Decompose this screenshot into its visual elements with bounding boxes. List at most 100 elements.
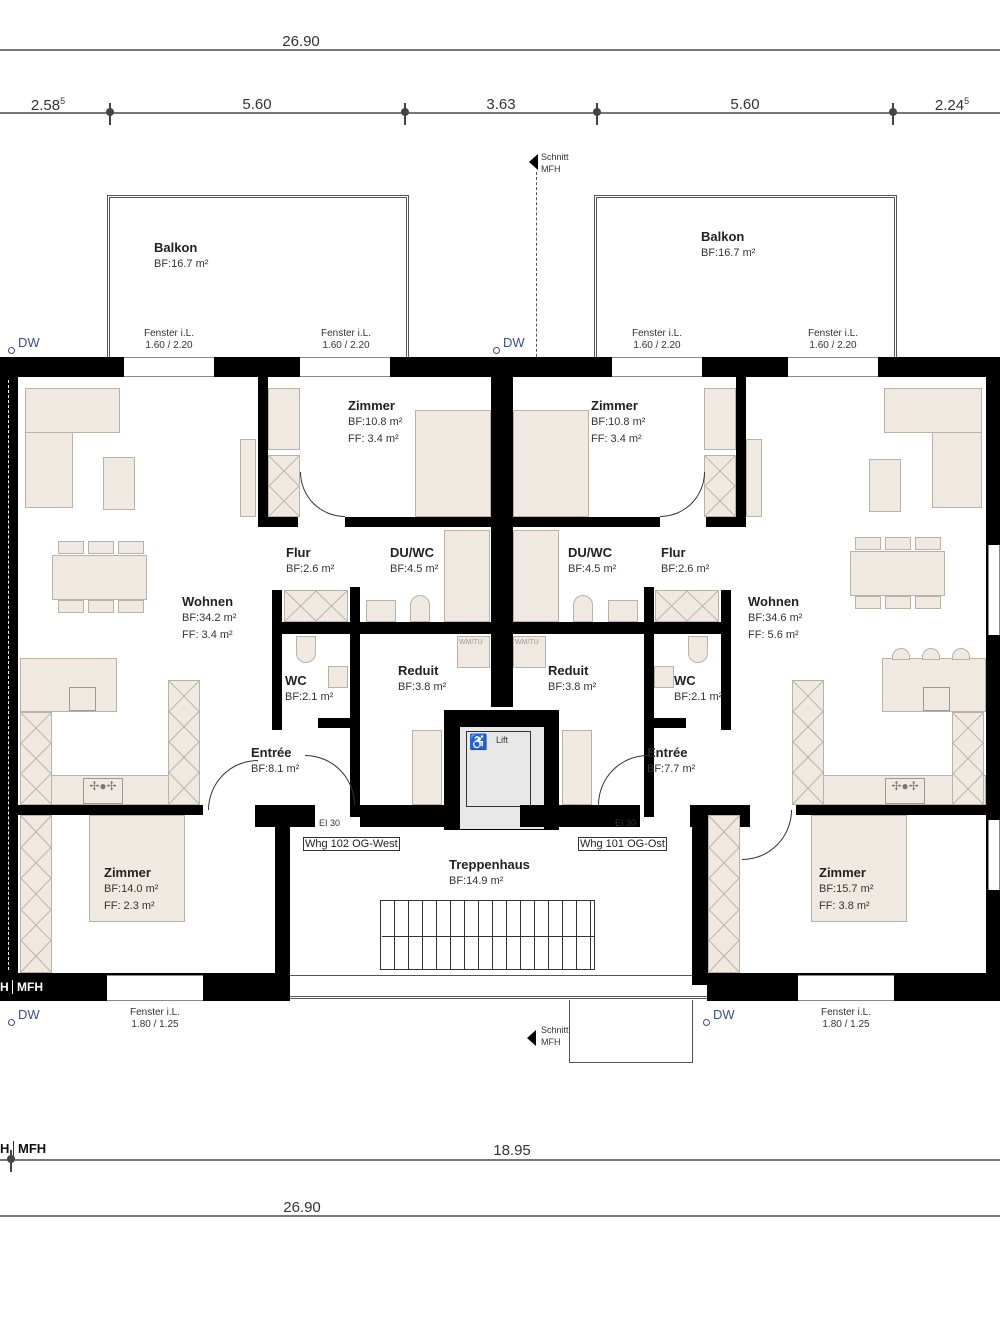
stairs-walkline [382, 936, 594, 937]
chair [118, 600, 144, 613]
dw-label: DW [8, 335, 40, 354]
door[interactable] [598, 755, 648, 805]
wall [258, 377, 268, 523]
sink-icon [923, 687, 950, 711]
wardrobe [708, 815, 740, 973]
sofa-west-back [25, 388, 120, 433]
dimension-line-top-segments [0, 112, 1000, 114]
shower [513, 530, 559, 622]
window-label-bottom-1: Fenster i.L.1.80 / 1.25 [129, 1007, 181, 1030]
door[interactable] [300, 472, 345, 517]
wall-top [0, 357, 1000, 377]
wall-treppenhaus-west [275, 805, 290, 985]
window-top-3 [612, 357, 702, 377]
window-bottom-2 [798, 975, 894, 1001]
chair [58, 600, 84, 613]
wall [706, 517, 746, 527]
section-line [536, 172, 537, 372]
dimension-segment-4: 5.60 [730, 96, 760, 113]
washbasin [328, 666, 348, 688]
dimension-tick [106, 103, 114, 125]
coffee-table [103, 457, 135, 510]
reduit-shelf [562, 730, 592, 805]
door-rating-east: EI 30 [615, 818, 637, 828]
tv-console [746, 439, 762, 517]
dimension-bottom-inner: 18.95 [493, 1142, 531, 1159]
wall [345, 517, 495, 527]
wall-left-inner-line [8, 380, 9, 970]
bed [89, 815, 185, 922]
bed [513, 410, 589, 517]
window-top-4 [788, 357, 878, 377]
kitchen-tall-cabinet [168, 680, 200, 805]
wall [796, 805, 986, 815]
cooktop-icon: ✢●✢ [83, 778, 123, 804]
flur-cabinet [655, 590, 719, 622]
section-label-left: H MFH [0, 980, 44, 994]
washbasin [366, 600, 396, 622]
door[interactable] [305, 755, 355, 805]
chair [915, 596, 941, 609]
shower [444, 530, 490, 622]
window-right [988, 545, 1000, 635]
window-label-top-2: Fenster i.L.1.60 / 2.20 [320, 328, 372, 351]
wall [360, 805, 460, 827]
dimension-line-top-total [0, 49, 1000, 51]
dimension-line-bottom-inner [0, 1159, 1000, 1161]
window-right-2 [988, 820, 1000, 890]
kitchen-tall-cabinet [792, 680, 824, 805]
chair [58, 541, 84, 554]
section-arrow-icon [527, 1030, 536, 1046]
chair [885, 537, 911, 550]
desk [704, 388, 736, 450]
coffee-table [869, 459, 901, 512]
window-top-2 [300, 357, 390, 377]
wardrobe [20, 815, 52, 973]
stairs [380, 900, 595, 970]
wall [318, 718, 358, 728]
dimension-tick [7, 1150, 15, 1172]
dimension-tick [593, 103, 601, 125]
kitchen-tall-cabinet [20, 712, 52, 805]
unit-tag-west: Whg 102 OG-West [303, 837, 400, 851]
wall [644, 587, 654, 817]
chair [915, 537, 941, 550]
kitchen-island [882, 658, 986, 712]
dw-label: DW [493, 335, 525, 354]
section-label-bottom-left: H MFH [0, 1141, 47, 1156]
window-top-1 [124, 357, 214, 377]
bar-stool [952, 648, 970, 660]
washbasin [654, 666, 674, 688]
door[interactable] [742, 810, 792, 860]
toilet [410, 595, 430, 622]
cooktop-icon: ✢●✢ [885, 778, 925, 804]
dining-table [52, 555, 147, 600]
dw-label: DW [703, 1007, 735, 1026]
chair [855, 537, 881, 550]
door[interactable] [660, 472, 705, 517]
sofa-east-back [884, 388, 982, 433]
dimension-tick [401, 103, 409, 125]
toilet [296, 636, 316, 663]
dimension-top-total: 26.90 [282, 33, 320, 50]
dimension-tick [889, 103, 897, 125]
section-arrow-icon [529, 154, 538, 170]
dining-table [850, 551, 945, 596]
washer-dryer: WM/TU [457, 636, 490, 668]
chair [88, 541, 114, 554]
reduit-shelf [412, 730, 442, 805]
wall [505, 622, 731, 634]
bed [811, 815, 907, 922]
kitchen-island [20, 658, 117, 712]
